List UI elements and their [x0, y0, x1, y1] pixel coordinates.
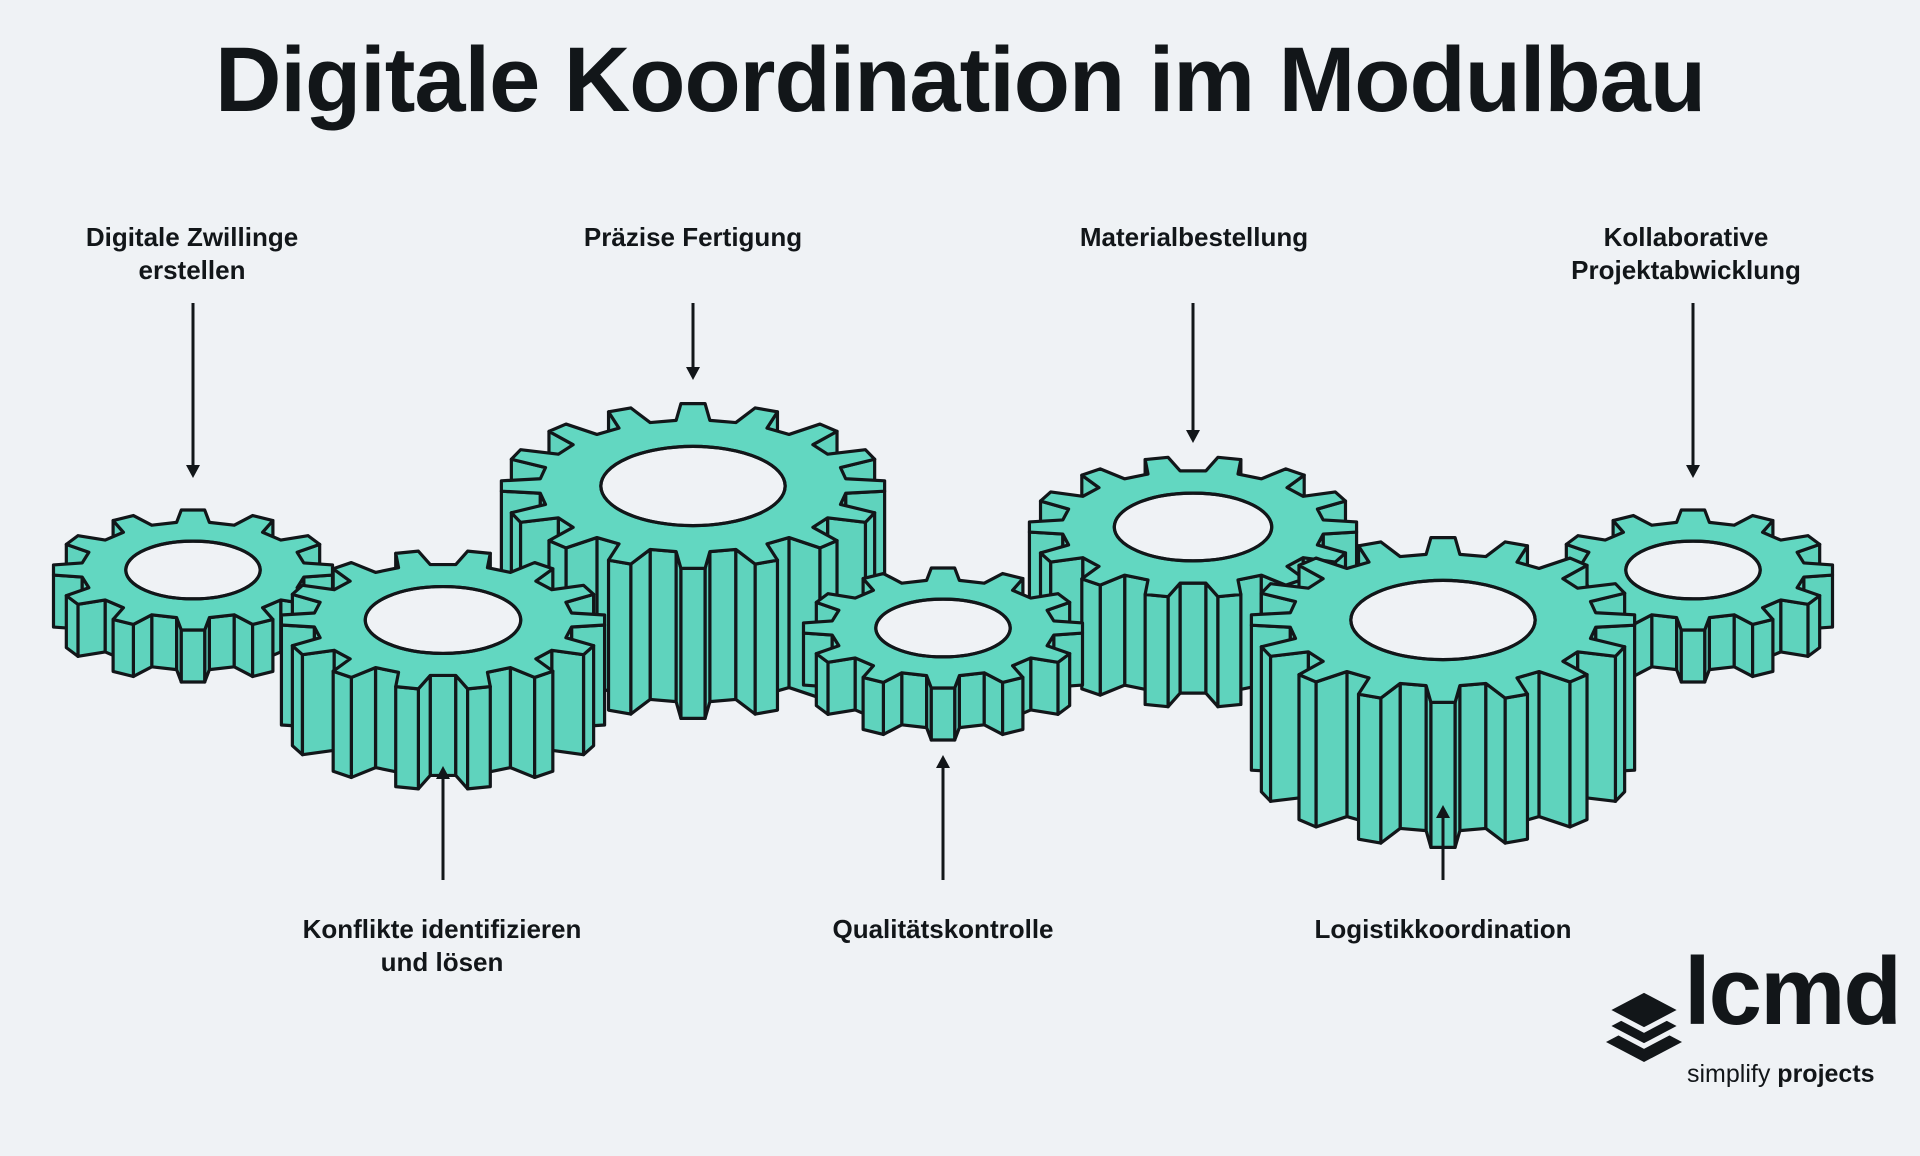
arrow-up-icon: [436, 766, 450, 880]
label-quality: Qualitätskontrolle: [832, 914, 1054, 944]
lcmd-logo: lcmd simplify projects: [1598, 944, 1902, 1098]
arrow-up-icon: [1436, 805, 1450, 880]
logo-wordmark: lcmd: [1684, 938, 1902, 1045]
label-conflicts: Konflikte identifizieren und lösen: [302, 914, 582, 977]
gear-icon: [1249, 536, 1637, 849]
label-collaborative: Kollaborative Projektabwicklung: [1571, 222, 1801, 285]
label-material-order: Materialbestellung: [1079, 222, 1309, 252]
arrow-down-icon: [1686, 303, 1700, 478]
arrow-down-icon: [1186, 303, 1200, 443]
gear-icon: [279, 549, 607, 791]
label-logistics: Logistikkoordination: [1314, 914, 1572, 944]
stacked-layers-icon: [1600, 987, 1688, 1062]
arrow-down-icon: [686, 303, 700, 380]
label-precise-manufacturing: Präzise Fertigung: [583, 222, 803, 252]
label-digital-twins: Digitale Zwillinge erstellen: [85, 222, 299, 285]
arrow-down-icon: [186, 303, 200, 478]
page-title: Digitale Koordination im Modulbau: [214, 29, 1706, 131]
logo-tagline: simplify projects: [1687, 1060, 1875, 1088]
arrow-up-icon: [936, 755, 950, 880]
gear-icon: [801, 566, 1085, 742]
